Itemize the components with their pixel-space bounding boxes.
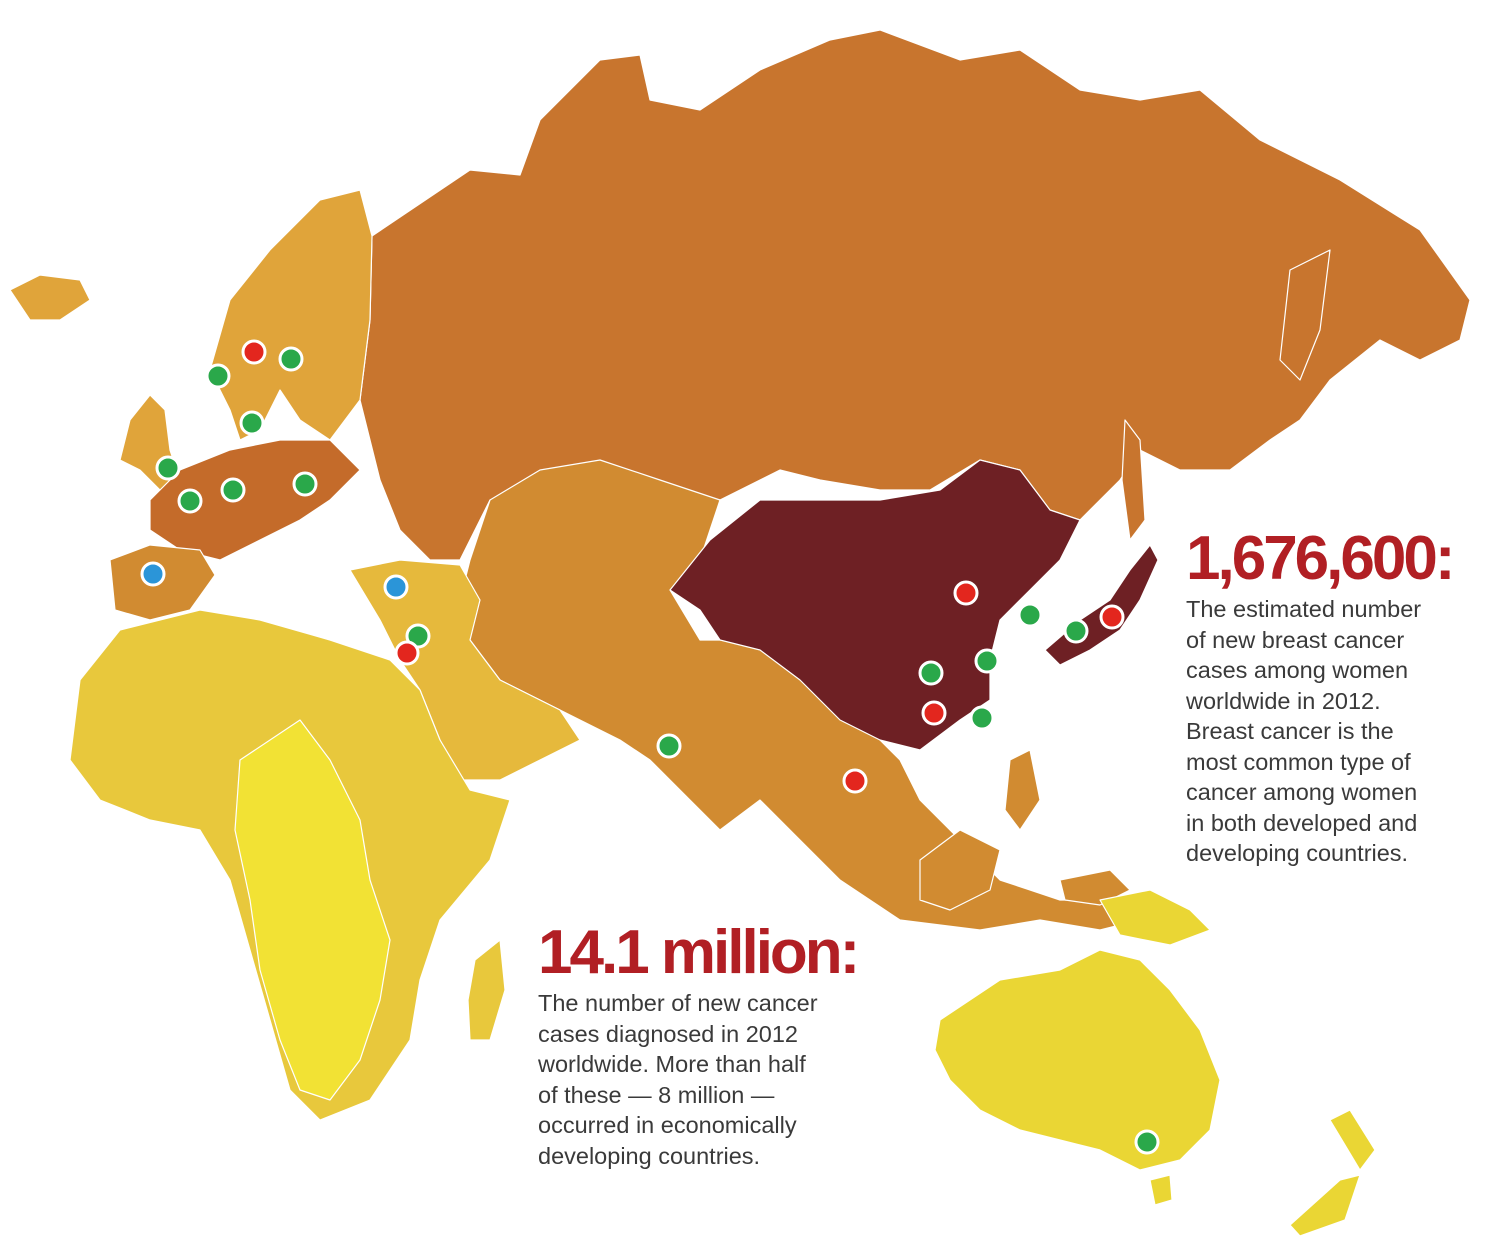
- marker-green: [292, 471, 318, 497]
- region-middle-east: [349, 559, 581, 781]
- marker-green: [278, 346, 304, 372]
- stat-total-cancer: 14.1 million: The number of new cancer c…: [538, 922, 898, 1171]
- marker-green: [205, 363, 231, 389]
- marker-green: [1063, 618, 1089, 644]
- region-central-africa: [234, 719, 391, 1101]
- marker-green: [974, 648, 1000, 674]
- marker-red: [921, 700, 947, 726]
- region-southeast-asia-islands: [919, 749, 1131, 911]
- region-japan: [1044, 544, 1159, 666]
- marker-green: [1134, 1129, 1160, 1155]
- map-markers: [140, 339, 1160, 1155]
- marker-green: [177, 488, 203, 514]
- marker-red: [241, 339, 267, 365]
- region-tasmania: [1149, 1174, 1173, 1206]
- region-iberia: [109, 544, 216, 621]
- stat-total-description: The number of new cancer cases diagnosed…: [538, 990, 818, 1169]
- marker-blue: [383, 574, 409, 600]
- stat-breast-number: 1,676,600:: [1186, 524, 1455, 593]
- marker-green: [405, 623, 431, 649]
- region-sakhalin: [1121, 419, 1146, 541]
- stat-total-number: 14.1 million:: [538, 918, 860, 987]
- region-iceland: [9, 274, 91, 321]
- region-new-guinea: [1099, 889, 1211, 946]
- stat-breast-cancer: 1,676,600: The estimated number of new b…: [1186, 528, 1498, 869]
- marker-green: [969, 705, 995, 731]
- marker-blue: [140, 561, 166, 587]
- marker-green: [656, 733, 682, 759]
- region-europe: [209, 189, 373, 441]
- marker-green: [239, 410, 265, 436]
- marker-green: [1017, 602, 1043, 628]
- marker-red: [394, 640, 420, 666]
- marker-red: [1099, 604, 1125, 630]
- marker-red: [953, 580, 979, 606]
- marker-green: [220, 477, 246, 503]
- marker-green: [918, 660, 944, 686]
- region-australia: [934, 949, 1221, 1171]
- marker-green: [155, 455, 181, 481]
- region-china: [669, 459, 1081, 751]
- region-new-zealand: [1289, 1109, 1376, 1236]
- region-kamchatka: [1279, 249, 1331, 381]
- region-madagascar: [467, 939, 506, 1041]
- stat-breast-description: The estimated number of new breast cance…: [1186, 596, 1422, 866]
- marker-red: [842, 768, 868, 794]
